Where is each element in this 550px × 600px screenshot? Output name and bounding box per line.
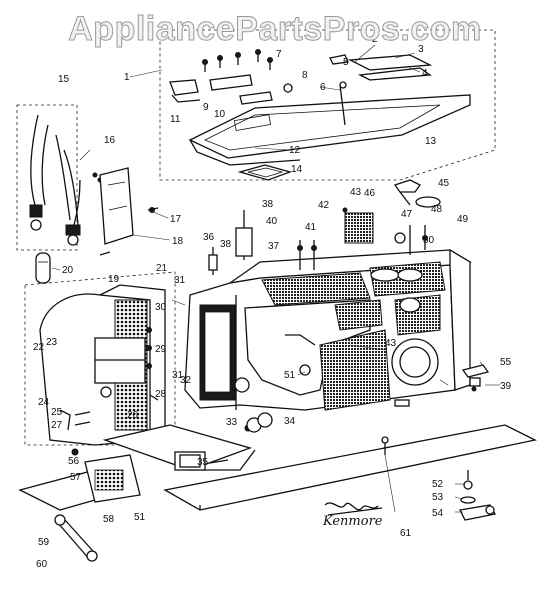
- callout-42: 42: [318, 200, 330, 211]
- callout-30: 30: [155, 302, 167, 313]
- callout-41: 41: [305, 222, 317, 233]
- callout-37: 37: [268, 241, 280, 252]
- feed-plate: [18, 448, 141, 511]
- callout-46: 46: [364, 188, 376, 199]
- callout-15: 15: [58, 74, 70, 85]
- callout-40: 40: [266, 216, 278, 227]
- spool-pins: [208, 210, 317, 275]
- top-right-parts: [393, 179, 441, 255]
- callout-21: 21: [156, 263, 168, 274]
- callout-49: 49: [457, 214, 469, 225]
- foot-parts: [459, 470, 497, 521]
- callout-32: 32: [180, 375, 192, 386]
- callout-8: 8: [302, 70, 308, 81]
- callout-35: 35: [197, 457, 209, 468]
- group-box-top-cover: [159, 29, 496, 181]
- top-hinge-bracket: [339, 54, 433, 126]
- callout-57: 57: [70, 472, 82, 483]
- callout-61: 61: [400, 528, 412, 539]
- callout-47: 47: [401, 209, 413, 220]
- base-plate: [102, 424, 537, 511]
- callout-45: 45: [438, 178, 450, 189]
- callout-31: 31: [174, 275, 186, 286]
- hinge-right: [461, 364, 490, 392]
- foot-screws: [179, 412, 273, 468]
- callout-6: 6: [320, 82, 326, 93]
- callout-51: 51: [284, 370, 296, 381]
- callout-52: 52: [432, 479, 444, 490]
- callout-29: 29: [155, 344, 167, 355]
- signature-text: Kenmore: [322, 514, 383, 529]
- callout-58: 58: [103, 514, 115, 525]
- callout-11: 11: [170, 114, 181, 125]
- callout-59: 59: [38, 537, 50, 548]
- callout-55: 55: [500, 357, 512, 368]
- callout-34: 34: [284, 416, 296, 427]
- wiring-bracket: [99, 167, 159, 256]
- callout-labels: 1 2 3 4 5 6 7 8 9 10 11 12 13 14 15 16 1…: [33, 34, 512, 570]
- callout-9: 9: [203, 102, 209, 113]
- top-small-parts: [169, 49, 349, 105]
- callout-19: 19: [108, 274, 120, 285]
- callout-38: 38: [262, 199, 274, 210]
- wiring-harness: [29, 114, 108, 246]
- callout-2: 2: [372, 34, 378, 45]
- callout-7: 7: [276, 49, 282, 60]
- callout-38b: 38: [220, 239, 232, 250]
- face-plate-cover: [39, 284, 166, 446]
- callout-39: 39: [500, 381, 512, 392]
- kenmore-signature: Kenmore: [322, 502, 383, 529]
- callout-60: 60: [36, 559, 48, 570]
- callout-17: 17: [170, 214, 182, 225]
- machine-head: [184, 248, 472, 411]
- wrench: [54, 514, 98, 562]
- top-cover-plate: [188, 94, 471, 181]
- callout-31b: 31: [172, 370, 184, 381]
- callout-50: 50: [423, 235, 435, 246]
- callout-1: 1: [124, 72, 130, 83]
- callout-16: 16: [104, 135, 116, 146]
- callout-24: 24: [38, 397, 50, 408]
- leader-lines: [51, 44, 500, 513]
- callout-3: 3: [418, 44, 424, 55]
- callout-54: 54: [432, 508, 444, 519]
- callout-12: 12: [289, 145, 301, 156]
- callout-22: 22: [33, 342, 45, 353]
- callout-56: 56: [68, 456, 80, 467]
- callout-44: 43: [385, 338, 397, 349]
- callout-48: 48: [431, 204, 443, 215]
- callout-20: 20: [62, 265, 74, 276]
- callout-27: 27: [51, 420, 63, 431]
- callout-26: 26: [127, 410, 139, 421]
- callout-10: 10: [214, 109, 226, 120]
- callout-5: 5: [343, 57, 349, 68]
- callout-53: 53: [432, 492, 444, 503]
- callout-51b: 51: [134, 512, 146, 523]
- thread-guide-plate: [342, 207, 374, 244]
- callout-23: 23: [46, 337, 58, 348]
- callout-13: 13: [425, 136, 437, 147]
- callout-18: 18: [172, 236, 184, 247]
- callout-36: 36: [203, 232, 215, 243]
- watermark: AppliancePartsPros.com: [68, 10, 482, 49]
- callout-28: 28: [155, 389, 167, 400]
- callout-33: 33: [226, 417, 238, 428]
- callout-43: 43: [350, 187, 362, 198]
- callout-4: 4: [422, 68, 428, 79]
- bulb: [35, 252, 51, 284]
- group-box-wiring: [16, 104, 78, 251]
- callout-25: 25: [51, 407, 63, 418]
- callout-14: 14: [291, 164, 303, 175]
